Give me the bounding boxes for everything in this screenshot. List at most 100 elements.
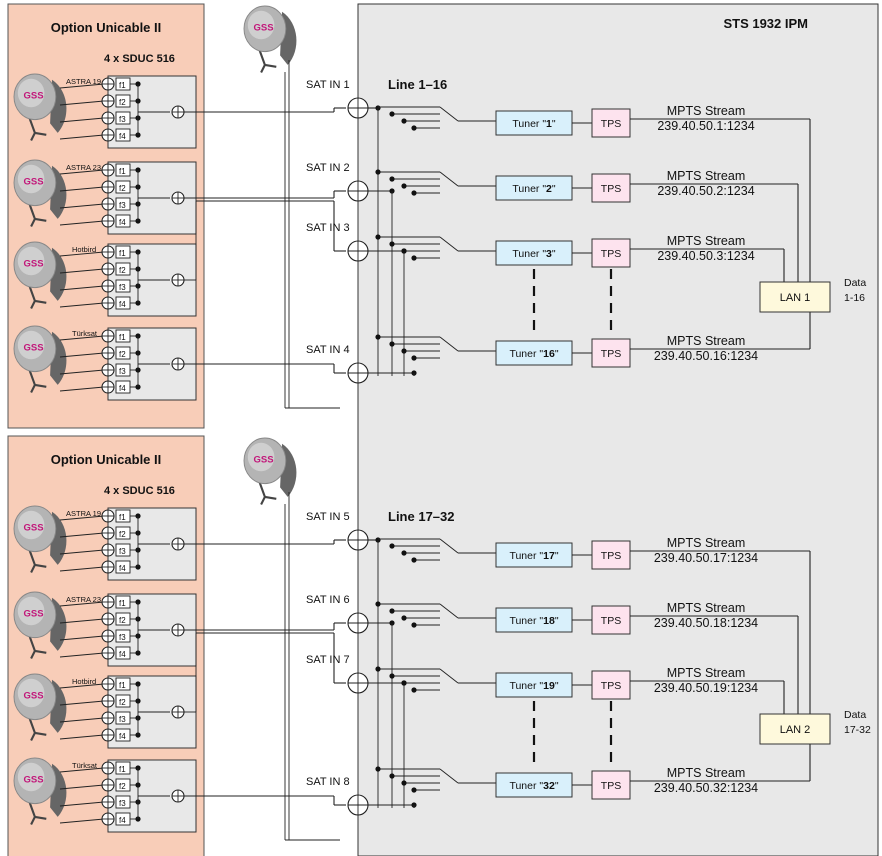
combiner-symbol — [101, 163, 115, 177]
combiner-symbol — [101, 509, 115, 523]
junction-dot — [389, 673, 395, 679]
combiner-symbol — [101, 595, 115, 609]
lan-label: LAN 2 — [780, 724, 811, 736]
gss-logo: GSS — [24, 177, 44, 188]
connector-line — [59, 700, 105, 706]
combiner-symbol — [101, 279, 115, 293]
gss-logo: GSS — [24, 91, 44, 102]
sat-in-label: SAT IN 2 — [306, 162, 350, 174]
combiner-symbol — [347, 672, 369, 694]
sat-dish-icon: GSS — [13, 73, 67, 141]
gss-logo: GSS — [24, 343, 44, 354]
filter-label: f2 — [119, 698, 126, 707]
tps-label: TPS — [601, 780, 621, 792]
stream-label: MPTS Stream — [667, 104, 746, 118]
filter-label: f3 — [119, 715, 126, 724]
tuner-label: Tuner "16" — [509, 348, 558, 360]
combiner-symbol — [101, 262, 115, 276]
tps-box — [591, 770, 631, 800]
lan-label: LAN 1 — [780, 292, 811, 304]
filter-label: f3 — [119, 283, 126, 292]
stream-label: MPTS Stream — [667, 601, 746, 615]
connector-line — [59, 117, 105, 123]
gss-logo: GSS — [24, 523, 44, 534]
dish-highlight — [17, 330, 45, 360]
stream-address: 239.40.50.19:1234 — [654, 681, 758, 695]
stream-label: MPTS Stream — [667, 234, 746, 248]
data-range-label: 1-16 — [844, 292, 865, 304]
junction-dot — [389, 608, 395, 614]
gss-logo: GSS — [24, 691, 44, 702]
stream-label: MPTS Stream — [667, 169, 746, 183]
connector-line — [59, 220, 105, 226]
junction-dot — [401, 615, 407, 621]
filter-label: f2 — [119, 350, 126, 359]
center-dish-icon: GSS — [243, 5, 297, 73]
junction-dot — [401, 348, 407, 354]
filter-label: f2 — [119, 266, 126, 275]
gss-logo: GSS — [24, 609, 44, 620]
line-label: Line 17–32 — [388, 509, 455, 524]
connector-line — [439, 106, 459, 122]
combiner-symbol — [101, 214, 115, 228]
tuner-label: Tuner "18" — [509, 615, 558, 627]
combiner-symbol — [101, 329, 115, 343]
tps-box — [591, 108, 631, 138]
combiner-symbol — [101, 560, 115, 574]
sat-in-label: SAT IN 3 — [306, 222, 350, 234]
combiner-symbol — [101, 778, 115, 792]
connector-line — [439, 236, 459, 252]
connector-line — [59, 601, 105, 607]
junction-dot — [401, 183, 407, 189]
combiner-symbol — [101, 543, 115, 557]
junction-dot — [411, 687, 417, 693]
filter-label: f2 — [119, 782, 126, 791]
tps-box — [591, 670, 631, 700]
combiner-symbol — [101, 94, 115, 108]
combiner-symbol — [171, 191, 185, 205]
sat-in-label: SAT IN 1 — [306, 79, 350, 91]
filter-label: f1 — [119, 333, 126, 342]
tps-label: TPS — [601, 118, 621, 130]
filter-label: f2 — [119, 98, 126, 107]
connector-line — [59, 251, 105, 257]
combiner-symbol — [347, 362, 369, 384]
sat-dish-icon: GSS — [13, 591, 67, 659]
junction-dot — [401, 550, 407, 556]
dish-highlight — [17, 510, 45, 540]
filter-label: f1 — [119, 249, 126, 258]
filter-label: f4 — [119, 132, 126, 141]
stream-address: 239.40.50.32:1234 — [654, 781, 758, 795]
combiner-symbol — [101, 128, 115, 142]
stream-address: 239.40.50.2:1234 — [657, 184, 754, 198]
combiner-symbol — [101, 296, 115, 310]
combiner-symbol — [101, 197, 115, 211]
tps-box — [591, 338, 631, 368]
junction-dot — [389, 241, 395, 247]
tps-label: TPS — [601, 183, 621, 195]
tuner-label: Tuner "3" — [512, 248, 556, 260]
combiner-symbol — [101, 694, 115, 708]
junction-dot — [401, 680, 407, 686]
combiner-symbol — [347, 529, 369, 551]
tps-label: TPS — [601, 680, 621, 692]
tuner-label: Tuner "17" — [509, 550, 558, 562]
sat-in-label: SAT IN 8 — [306, 776, 350, 788]
tps-box — [591, 238, 631, 268]
filter-label: f1 — [119, 513, 126, 522]
connector-line — [59, 566, 105, 572]
filter-label: f1 — [119, 765, 126, 774]
lan-box — [759, 281, 831, 313]
combiner-symbol — [101, 711, 115, 725]
tuner-box — [495, 110, 573, 136]
sat-dish-icon: GSS — [13, 757, 67, 825]
combiner-symbol — [101, 677, 115, 691]
sat-in-label: SAT IN 5 — [306, 511, 350, 523]
combiner-symbol — [347, 97, 369, 119]
junction-dot — [389, 176, 395, 182]
junction-dot — [411, 355, 417, 361]
